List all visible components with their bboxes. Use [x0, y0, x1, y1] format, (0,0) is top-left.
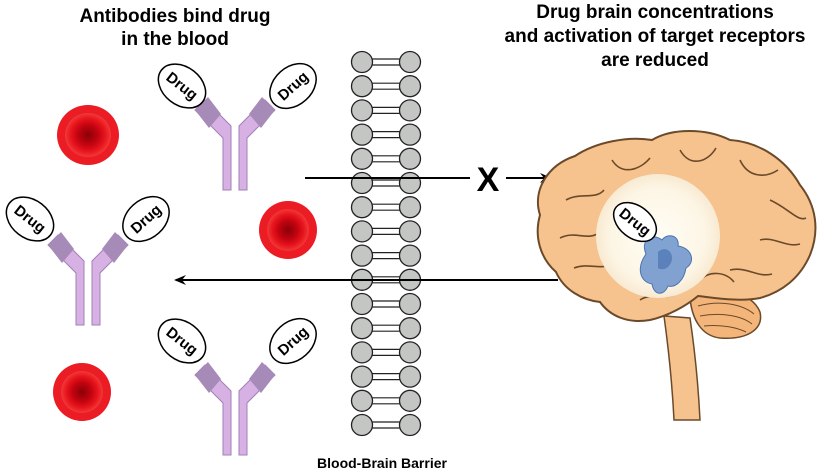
blocked-x-mark: X — [477, 161, 500, 199]
lipid-head-left — [350, 50, 374, 74]
lipid-head-right — [398, 171, 422, 195]
lipid-head-left — [350, 147, 374, 170]
blood-brain-barrier — [350, 50, 422, 437]
lipid-head-left — [350, 365, 374, 388]
lipid-head-right — [398, 196, 422, 219]
lipid-head-right — [398, 292, 422, 316]
lipid-head-left — [350, 317, 374, 340]
red-blood-cell — [57, 105, 119, 165]
lipid-head-left — [350, 244, 374, 267]
blood-brain-barrier-label: Blood-Brain Barrier — [317, 455, 447, 471]
lipid-head-right — [398, 123, 422, 146]
lipid-head-right — [398, 220, 422, 243]
lipid-head-right — [398, 147, 422, 170]
lipid-head-left — [350, 220, 374, 243]
lipid-head-left — [350, 292, 374, 316]
brain: Drug — [536, 130, 817, 421]
lipid-head-right — [398, 341, 422, 364]
lipid-head-right — [398, 75, 422, 98]
heading-right-line1: Drug brain concentrations — [536, 2, 774, 23]
red-blood-cell — [259, 201, 317, 259]
lipid-head-left — [350, 389, 374, 412]
lipid-head-left — [350, 413, 374, 437]
lipid-head-left — [350, 75, 374, 98]
lipid-head-left — [350, 99, 374, 122]
lipid-head-right — [398, 317, 422, 340]
lipid-head-left — [350, 341, 374, 364]
antibody-with-drug: Drug Drug — [5, 195, 170, 326]
lipid-head-right — [398, 389, 422, 412]
lipid-head-left — [350, 171, 374, 195]
lipid-head-right — [398, 99, 422, 122]
heading-left-line1: Antibodies bind drug — [79, 6, 270, 27]
lipid-head-right — [398, 365, 422, 388]
lipid-head-right — [398, 244, 422, 267]
lipid-head-left — [350, 123, 374, 146]
heading-right-line3: are reduced — [601, 50, 709, 71]
antibody-with-drug: Drug Drug — [157, 317, 317, 456]
heading-left-line2: in the blood — [121, 29, 229, 50]
red-blood-cell — [53, 363, 111, 421]
lipid-head-right — [398, 50, 422, 74]
heading-right-line2: and activation of target receptors — [505, 26, 806, 47]
lipid-head-left — [350, 196, 374, 219]
target-receptor — [639, 235, 693, 294]
lipid-head-right — [398, 413, 422, 437]
antibody-with-drug: Drug Drug — [157, 62, 317, 191]
